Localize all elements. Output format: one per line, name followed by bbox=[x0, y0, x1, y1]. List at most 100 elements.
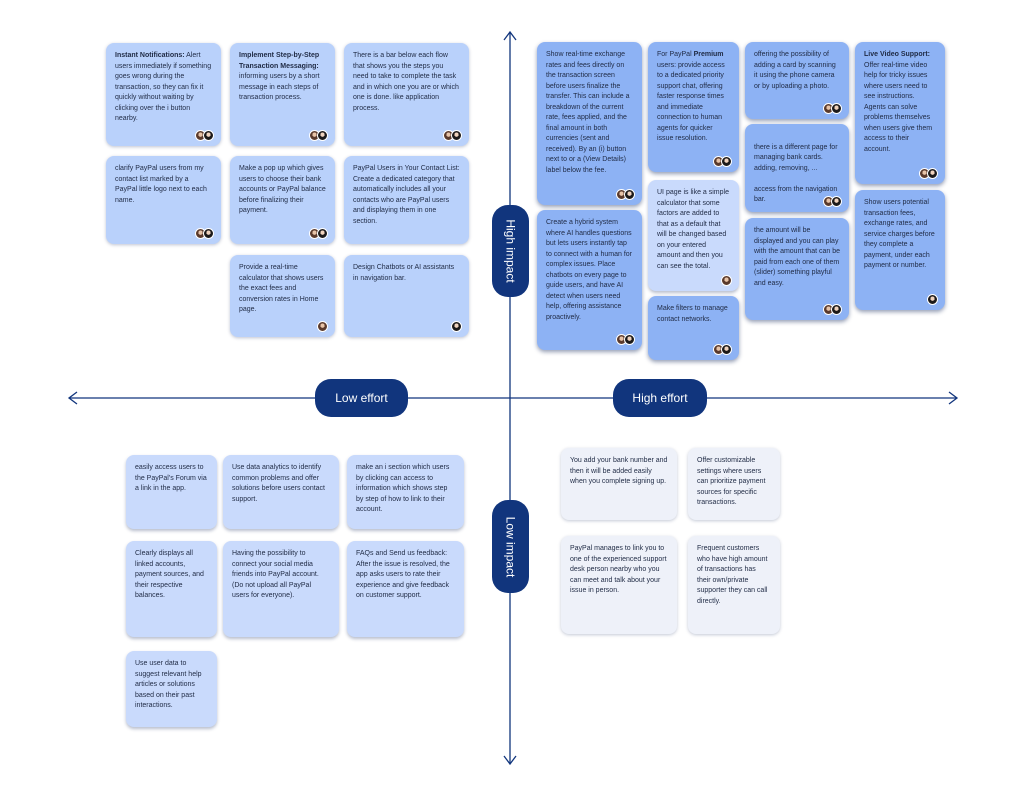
avatar-icon bbox=[317, 228, 328, 239]
sticky-note-paypal-logo-contacts[interactable]: clarify PayPal users from my contact lis… bbox=[106, 156, 221, 244]
note-text: Alert users immediately if something goe… bbox=[115, 52, 212, 122]
author-avatars bbox=[451, 321, 462, 332]
author-avatars bbox=[713, 344, 732, 355]
axis-label-low-impact-text: Low impact bbox=[503, 516, 518, 577]
avatar-icon bbox=[203, 228, 214, 239]
sticky-note-progress-bar[interactable]: There is a bar below each flow that show… bbox=[344, 43, 469, 146]
author-avatars bbox=[927, 294, 938, 305]
note-text: Make filters to manage contact networks. bbox=[657, 305, 728, 323]
note-text: offering the possibility of adding a car… bbox=[754, 51, 836, 90]
note-text: Having the possibility to connect your s… bbox=[232, 550, 319, 599]
sticky-note-simple-calculator[interactable]: UI page is like a simple calculator that… bbox=[648, 180, 739, 291]
avatar-icon bbox=[624, 189, 635, 200]
author-avatars bbox=[309, 130, 328, 141]
axis-label-low-impact: Low impact bbox=[492, 500, 529, 593]
note-text: FAQs and Send us feedback: After the iss… bbox=[356, 550, 450, 599]
sticky-note-private-supporter[interactable]: Frequent customers who have high amount … bbox=[688, 536, 780, 634]
note-text: easily access users to the PayPal's Foru… bbox=[135, 464, 207, 492]
note-text: Design Chatbots or AI assistants in navi… bbox=[353, 264, 455, 282]
avatar-icon bbox=[317, 130, 328, 141]
author-avatars bbox=[823, 196, 842, 207]
note-title: Implement Step-by-Step Transaction Messa… bbox=[239, 52, 320, 70]
note-text: the amount will be displayed and you can… bbox=[754, 227, 840, 287]
author-avatars bbox=[443, 130, 462, 141]
sticky-note-exchange-rates[interactable]: Show real-time exchange rates and fees d… bbox=[537, 42, 642, 205]
sticky-note-faq-feedback[interactable]: FAQs and Send us feedback: After the iss… bbox=[347, 541, 464, 637]
note-text: make an i section which users by clickin… bbox=[356, 464, 450, 513]
avatar-icon bbox=[927, 168, 938, 179]
author-avatars bbox=[195, 228, 214, 239]
note-text: Offer customizable settings where users … bbox=[697, 457, 766, 506]
sticky-note-step-messaging[interactable]: Implement Step-by-Step Transaction Messa… bbox=[230, 43, 335, 146]
avatar-icon bbox=[451, 321, 462, 332]
sticky-note-card-scanning[interactable]: offering the possibility of adding a car… bbox=[745, 42, 849, 119]
author-avatars bbox=[713, 156, 732, 167]
author-avatars bbox=[823, 304, 842, 315]
sticky-note-info-section[interactable]: make an i section which users by clickin… bbox=[347, 455, 464, 529]
note-text: Create a hybrid system where AI handles … bbox=[546, 219, 632, 321]
note-pre: For PayPal bbox=[657, 51, 694, 58]
note-text: Clearly displays all linked accounts, pa… bbox=[135, 550, 204, 599]
note-text: There is a bar below each flow that show… bbox=[353, 52, 459, 112]
avatar-icon bbox=[317, 321, 328, 332]
note-text: PayPal Users in Your Contact List: Creat… bbox=[353, 165, 460, 225]
note-text: there is a different page for managing b… bbox=[754, 143, 838, 204]
sticky-note-live-video-support[interactable]: Live Video Support: Offer real-time vide… bbox=[855, 42, 945, 184]
sticky-note-amount-slider[interactable]: the amount will be displayed and you can… bbox=[745, 218, 849, 320]
note-title: Premium bbox=[693, 51, 724, 58]
note-text: You add your bank number and then it wil… bbox=[570, 457, 668, 485]
note-text: Show real-time exchange rates and fees d… bbox=[546, 51, 630, 174]
axis-label-high-impact: High impact bbox=[492, 205, 529, 297]
left-arrowhead-icon bbox=[67, 391, 78, 405]
sticky-note-help-articles[interactable]: Use user data to suggest relevant help a… bbox=[126, 651, 217, 727]
axis-label-high-impact-text: High impact bbox=[503, 219, 518, 283]
sticky-note-custom-payment-priority[interactable]: Offer customizable settings where users … bbox=[688, 448, 780, 520]
note-text: Make a pop up which gives users to choos… bbox=[239, 165, 326, 214]
note-text: users: provide access to a dedicated pri… bbox=[657, 61, 725, 143]
avatar-icon bbox=[203, 130, 214, 141]
sticky-note-transaction-fees[interactable]: Show users potential transaction fees, e… bbox=[855, 190, 945, 310]
avatar-icon bbox=[831, 196, 842, 207]
down-arrowhead-icon bbox=[503, 755, 517, 766]
avatar-icon bbox=[721, 344, 732, 355]
sticky-note-premium-support[interactable]: For PayPal Premium users: provide access… bbox=[648, 42, 739, 172]
sticky-note-support-desk-nearby[interactable]: PayPal manages to link you to one of the… bbox=[561, 536, 677, 634]
sticky-note-data-analytics[interactable]: Use data analytics to identify common pr… bbox=[223, 455, 339, 529]
note-text: UI page is like a simple calculator that… bbox=[657, 189, 729, 270]
sticky-note-linked-accounts[interactable]: Clearly displays all linked accounts, pa… bbox=[126, 541, 217, 637]
sticky-note-bank-card-page[interactable]: there is a different page for managing b… bbox=[745, 124, 849, 212]
sticky-note-forum-link[interactable]: easily access users to the PayPal's Foru… bbox=[126, 455, 217, 529]
author-avatars bbox=[919, 168, 938, 179]
sticky-note-hybrid-ai-system[interactable]: Create a hybrid system where AI handles … bbox=[537, 210, 642, 350]
sticky-note-chatbots-navbar[interactable]: Design Chatbots or AI assistants in navi… bbox=[344, 255, 469, 337]
sticky-note-contact-filters[interactable]: Make filters to manage contact networks. bbox=[648, 296, 739, 360]
note-title: Instant Notifications: bbox=[115, 52, 185, 59]
author-avatars bbox=[823, 103, 842, 114]
sticky-note-social-friends[interactable]: Having the possibility to connect your s… bbox=[223, 541, 339, 637]
note-text: Use data analytics to identify common pr… bbox=[232, 464, 325, 503]
note-text: informing users by a short message in ea… bbox=[239, 73, 320, 101]
axis-label-high-effort: High effort bbox=[613, 379, 707, 417]
sticky-note-payment-source-popup[interactable]: Make a pop up which gives users to choos… bbox=[230, 156, 335, 244]
sticky-note-realtime-calculator[interactable]: Provide a real-time calculator that show… bbox=[230, 255, 335, 337]
avatar-icon bbox=[831, 304, 842, 315]
note-text: Offer real-time video help for tricky is… bbox=[864, 61, 933, 153]
note-text: Show users potential transaction fees, e… bbox=[864, 199, 935, 269]
avatar-icon bbox=[451, 130, 462, 141]
sticky-note-instant-notifications[interactable]: Instant Notifications: Alert users immed… bbox=[106, 43, 221, 146]
author-avatars bbox=[616, 334, 635, 345]
avatar-icon bbox=[831, 103, 842, 114]
up-arrowhead-icon bbox=[503, 30, 517, 41]
note-title: Live Video Support: bbox=[864, 51, 930, 58]
author-avatars bbox=[317, 321, 328, 332]
avatar-icon bbox=[624, 334, 635, 345]
sticky-note-bank-number-signup[interactable]: You add your bank number and then it wil… bbox=[561, 448, 677, 520]
note-text: Use user data to suggest relevant help a… bbox=[135, 660, 202, 709]
avatar-icon bbox=[721, 156, 732, 167]
avatar-icon bbox=[721, 275, 732, 286]
author-avatars bbox=[721, 275, 732, 286]
right-arrowhead-icon bbox=[948, 391, 959, 405]
author-avatars bbox=[616, 189, 635, 200]
avatar-icon bbox=[927, 294, 938, 305]
sticky-note-contact-list-category[interactable]: PayPal Users in Your Contact List: Creat… bbox=[344, 156, 469, 244]
